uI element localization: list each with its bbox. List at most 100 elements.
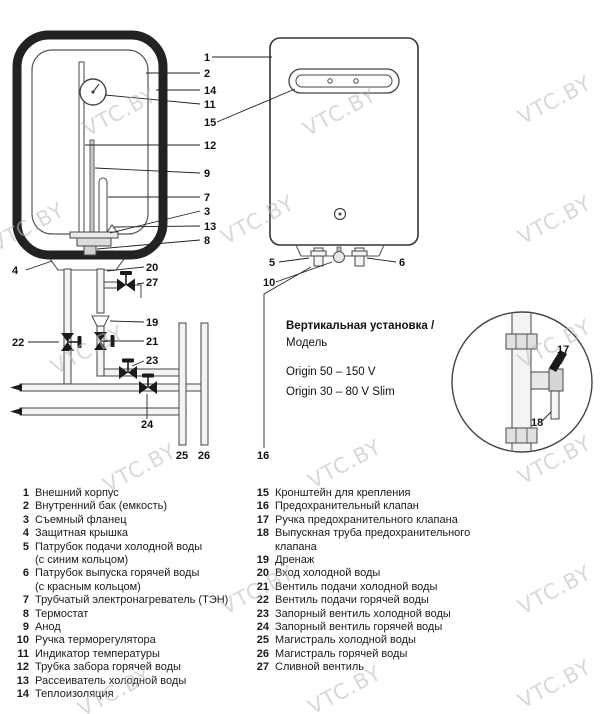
legend-item-number: 1	[22, 487, 29, 499]
piping	[10, 268, 209, 446]
cold-inlet-stub	[310, 247, 327, 267]
legend-item: 2 Внутренний бак (емкость)	[12, 500, 248, 513]
model-name: Origin 30 – 80 V Slim	[286, 386, 395, 398]
callout-1: 1	[204, 52, 210, 64]
legend-item-number: 15	[256, 487, 269, 499]
callout-21: 21	[146, 336, 158, 348]
legend-item-number: 4	[22, 527, 29, 540]
legend-item: 4 Защитная крышка	[12, 527, 248, 540]
legend-item-number: 22	[256, 594, 269, 607]
callout-17: 17	[557, 344, 569, 356]
heating-element	[98, 177, 108, 232]
legend-item-number: 18	[256, 527, 269, 540]
callout-10: 10	[263, 277, 275, 289]
anode	[89, 139, 95, 233]
leader-line	[560, 355, 566, 365]
legend-item-number: 17	[256, 513, 269, 526]
callout-9: 9	[204, 168, 210, 180]
removable-flange	[69, 231, 119, 247]
leader-line	[104, 94, 201, 105]
legend-item-text: Ручка терморегулятора	[35, 634, 156, 647]
legend-item-number: 9	[22, 621, 29, 634]
cold-main-riser	[178, 322, 187, 446]
legend-item-text: Магистраль горячей воды	[275, 647, 408, 660]
callouts: 1 2 14 11 15 12 9 7 3 13 8 4 22 20 27 19…	[12, 52, 569, 462]
leader-lines	[25, 56, 566, 448]
legend-item-text: Теплоизоляция	[35, 688, 114, 701]
cold-inlet-pipe	[96, 268, 105, 314]
hot-outlet-stub	[351, 247, 368, 267]
callout-3: 3	[204, 206, 210, 218]
legend-item: 5 Патрубок подачи холодной воды (с синим …	[12, 541, 248, 568]
drain-spout	[135, 284, 142, 298]
thermostat-knob	[332, 246, 346, 264]
legend-item-number: 21	[256, 580, 269, 593]
coupling-nut	[505, 333, 538, 350]
legend-item: 12 Трубка забора горячей воды	[12, 661, 248, 674]
leader-line	[109, 320, 145, 323]
legend-item-number: 5	[22, 540, 29, 553]
legend-item: 16 Предохранительный клапан	[252, 500, 592, 513]
legend-item-number: 16	[256, 500, 269, 513]
leader-line	[25, 260, 53, 271]
drain-branch	[103, 281, 119, 289]
legend-item-text: Внутренний бак (емкость)	[35, 500, 168, 513]
legend-item-number: 7	[22, 594, 29, 607]
leader-line	[541, 411, 552, 422]
legend-item-text: Запорный вентиль горячей воды	[275, 621, 443, 634]
legend-item-text: Патрубок подачи холодной воды (с синим к…	[35, 540, 203, 567]
leader-line	[136, 282, 145, 285]
legend-item-text: Съемный фланец	[35, 513, 127, 526]
model-info: Вертикальная установка / Модель Origin 5…	[286, 320, 435, 398]
legend-item-text: Защитная крышка	[35, 527, 129, 540]
callout-27: 27	[146, 277, 158, 289]
legend-item-text: Вход холодной воды	[275, 567, 381, 580]
legend-item-number: 20	[256, 567, 269, 580]
legend-item-text: Кронштейн для крепления	[275, 487, 411, 499]
callout-4: 4	[12, 265, 19, 277]
callout-25: 25	[176, 450, 188, 462]
callout-8: 8	[204, 235, 210, 247]
leader-line	[216, 88, 296, 123]
legend-item: 14 Теплоизоляция	[12, 688, 248, 701]
callout-2: 2	[204, 68, 210, 80]
leader-line	[113, 225, 201, 228]
callout-13: 13	[204, 221, 216, 233]
legend-item-number: 19	[256, 554, 269, 567]
callout-19: 19	[146, 317, 158, 329]
callout-7: 7	[204, 192, 210, 204]
leader-line	[96, 239, 201, 250]
leader-line	[366, 257, 397, 263]
callout-26: 26	[198, 450, 210, 462]
legend-item: 20 Вход холодной воды	[252, 567, 592, 580]
legend-item-number: 12	[16, 661, 29, 674]
legend-item-text: Рассеиватель холодной воды	[35, 674, 187, 687]
legend-item-number: 14	[16, 688, 29, 701]
legend-item-text: Трубка забора горячей воды	[35, 661, 181, 674]
legend-item-number: 2	[22, 500, 29, 513]
legend-item: 7 Трубчатый электронагреватель (ТЭН)	[12, 594, 248, 607]
tee-branch	[530, 371, 552, 390]
legend-item-text: Трубчатый электронагреватель (ТЭН)	[35, 594, 229, 607]
legend-item-text: Предохранительный клапан	[275, 500, 419, 513]
leader-line	[131, 360, 145, 367]
legend-item-text: Анод	[35, 621, 61, 634]
leader-line	[275, 261, 333, 283]
heater-cross-section	[12, 30, 168, 271]
drain-valve	[116, 270, 136, 293]
callout-12: 12	[204, 140, 216, 152]
front-indicator-icon	[333, 207, 347, 221]
flow-arrow-icon	[10, 384, 22, 391]
discharge-pipe	[550, 390, 560, 420]
temperature-gauge-icon	[79, 78, 107, 106]
legend-item-number: 27	[256, 661, 269, 674]
hot-horizontal-main	[19, 383, 207, 392]
legend-item-text: Термостат	[35, 607, 89, 620]
